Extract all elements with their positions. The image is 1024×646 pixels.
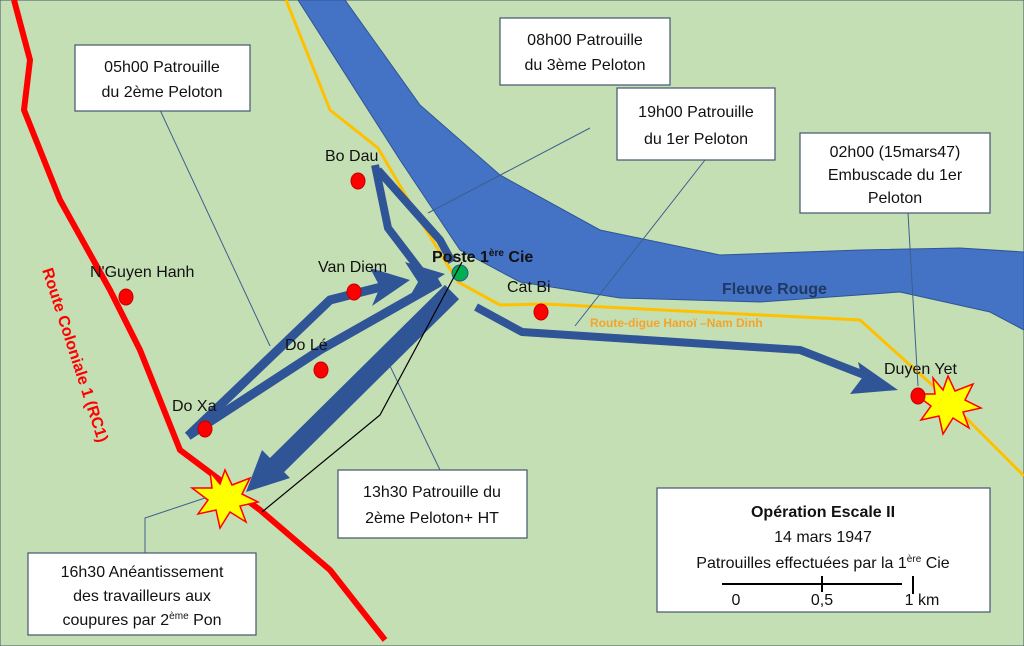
callout-pointers: [144, 109, 919, 553]
village-label: Cat Bi: [507, 279, 551, 296]
explosion-icon: [912, 374, 984, 436]
callout-0800: 08h00 Patrouille du 3ème Peloton: [499, 17, 671, 86]
arrowhead-1330: [246, 450, 290, 492]
patrol-1900: [474, 303, 874, 382]
post-label: Poste 1ère Cie: [432, 248, 533, 266]
red-river: [297, 0, 1024, 331]
village-marker-do-xa: [197, 420, 213, 438]
svg-text:du 1er Peloton: du 1er Peloton: [644, 131, 748, 148]
arrowhead-poste: [405, 262, 445, 296]
svg-text:Embuscade du 1er: Embuscade du 1er: [828, 167, 963, 184]
svg-text:coupures par 2ème Pon: coupures par 2ème Pon: [62, 611, 221, 629]
svg-text:du 2ème Peloton: du 2ème Peloton: [102, 84, 223, 101]
svg-text:du 3ème Peloton: du 3ème Peloton: [525, 57, 646, 74]
svg-text:1 km: 1 km: [905, 592, 940, 609]
svg-text:2ème Peloton+ HT: 2ème Peloton+ HT: [365, 510, 499, 527]
village-label: N'Guyen Hanh: [90, 264, 194, 281]
village-label: Do Xa: [172, 398, 217, 415]
callout-1900: 19h00 Patrouille du 1er Peloton: [616, 87, 776, 161]
village-marker-nguyen-hanh: [118, 288, 134, 306]
village-marker-van-diem: [346, 283, 362, 301]
scale-bar: [722, 576, 914, 594]
patrol-arrows: [184, 164, 898, 492]
svg-text:0,5: 0,5: [811, 592, 833, 609]
patrol-0500-out: [185, 278, 443, 440]
svg-text:02h00 (15mars47): 02h00 (15mars47): [830, 144, 961, 161]
svg-text:des travailleurs aux: des travailleurs aux: [73, 588, 211, 605]
svg-text:Peloton: Peloton: [868, 190, 922, 207]
callout-1630: 16h30 Anéantissement des travailleurs au…: [27, 552, 257, 636]
legend-subtitle: Patrouilles effectuées par la 1ère Cie: [696, 554, 950, 572]
village-marker-cat-bi: [533, 303, 549, 321]
callout-0200: 02h00 (15mars47) Embuscade du 1er Peloto…: [799, 132, 991, 214]
route-digue-label: Route-digue Hanoï –Nam Dinh: [590, 316, 763, 330]
patrol-1330: [264, 284, 460, 478]
arrowhead-van-diem: [370, 268, 410, 306]
village-label: Duyen Yet: [884, 361, 958, 378]
callout-0500: 05h00 Patrouille du 2ème Peloton: [74, 44, 251, 112]
svg-text:05h00 Patrouille: 05h00 Patrouille: [104, 59, 220, 76]
legend-title: Opération Escale II: [751, 504, 895, 521]
village-marker-do-le: [313, 361, 329, 379]
legend-box: Opération Escale II 14 mars 1947 Patroui…: [656, 487, 991, 613]
svg-text:16h30 Anéantissement: 16h30 Anéantissement: [61, 564, 224, 581]
village-marker-bo-dau: [350, 172, 366, 190]
patrol-0800-b: [375, 167, 456, 264]
callout-1330: 13h30 Patrouille du 2ème Peloton+ HT: [337, 469, 528, 539]
patrol-0800-a: [371, 164, 424, 273]
village-marker-duyen-yet: [910, 387, 926, 405]
village-label: Bo Dau: [325, 148, 378, 165]
post-marker: [451, 264, 469, 282]
village-label: Van Diem: [318, 259, 387, 276]
village-label: Do Lé: [285, 337, 328, 354]
svg-text:13h30 Patrouille du: 13h30 Patrouille du: [363, 484, 501, 501]
villages: [118, 172, 926, 438]
river-label: Fleuve Rouge: [722, 281, 827, 298]
patrol-0500-return: [184, 281, 387, 440]
explosion-icon: [189, 468, 261, 530]
route-coloniale-1: [11, 0, 388, 642]
arrowhead-duyen-yet: [850, 362, 898, 394]
legend-date: 14 mars 1947: [774, 529, 872, 546]
svg-text:19h00 Patrouille: 19h00 Patrouille: [638, 104, 754, 121]
svg-text:0: 0: [732, 592, 741, 609]
svg-text:08h00 Patrouille: 08h00 Patrouille: [527, 32, 643, 49]
